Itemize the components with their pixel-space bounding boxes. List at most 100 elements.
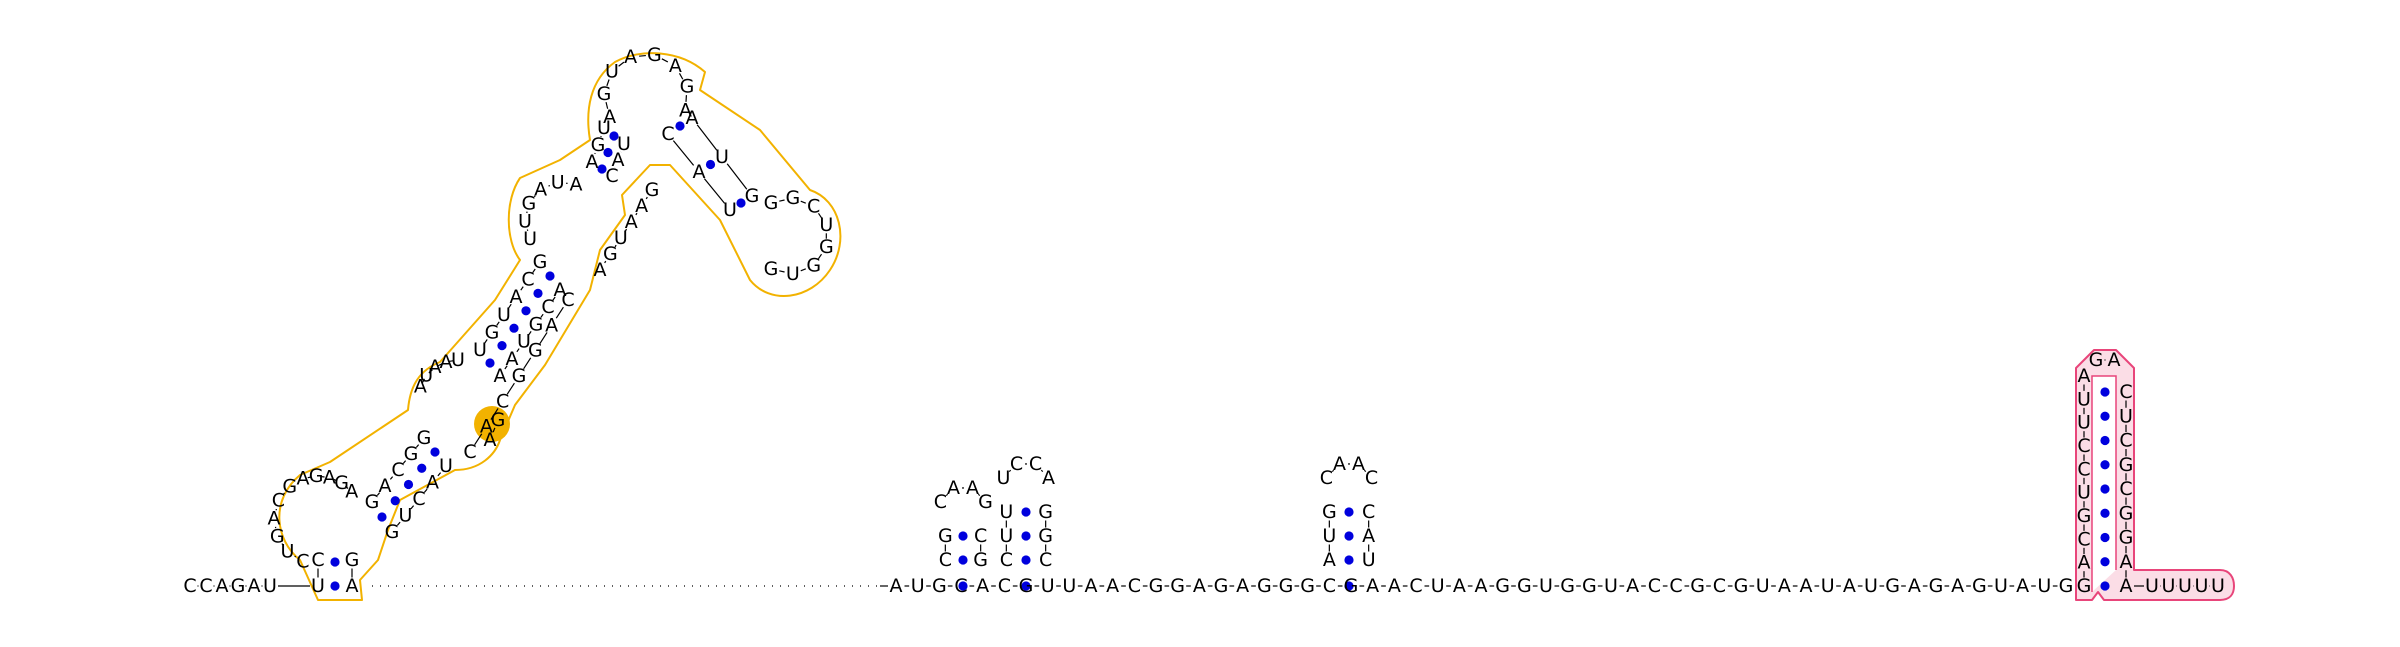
riboswitch-base: A <box>379 475 392 497</box>
terminator-base: G <box>2077 505 2092 527</box>
hairpin-1-base: C <box>939 549 952 571</box>
base-pair-dot <box>958 555 967 564</box>
main-strand-base: G <box>2059 575 2074 597</box>
main-strand-base: A <box>1475 575 1488 597</box>
base-pair-dot <box>2100 581 2109 590</box>
main-strand-base: G <box>1257 575 1272 597</box>
main-strand-base: U <box>1604 575 1618 597</box>
five-prime-base: A <box>216 575 229 597</box>
riboswitch-base: C <box>463 441 476 463</box>
main-strand-base: G <box>1885 575 1900 597</box>
riboswitch-base: A <box>545 314 558 336</box>
base-pair-dot <box>2100 509 2109 518</box>
main-strand-base: G <box>1214 575 1229 597</box>
riboswitch-outline <box>279 53 840 600</box>
main-strand-base: G <box>1344 575 1359 597</box>
hairpin-3-base: G <box>1322 501 1337 523</box>
base-pair-dot <box>2100 460 2109 469</box>
main-strand-base: A <box>1388 575 1401 597</box>
riboswitch-base: G <box>417 427 432 449</box>
hairpin-3-base: A <box>1352 453 1365 475</box>
hairpin-1-base: G <box>978 491 993 513</box>
main-strand-base: A <box>1193 575 1206 597</box>
hairpin-2-base: C <box>1029 453 1042 475</box>
main-strand-base: C <box>1648 575 1661 597</box>
main-strand-base: G <box>1517 575 1532 597</box>
terminator-base: A <box>2120 575 2133 597</box>
main-strand-base: A <box>1800 575 1813 597</box>
riboswitch-base: A <box>686 107 699 129</box>
main-strand-base: A <box>1236 575 1249 597</box>
riboswitch-base: A <box>426 472 439 494</box>
riboswitch-base: U <box>723 199 737 221</box>
riboswitch-base: U <box>605 60 619 82</box>
main-strand-base: U <box>2037 575 2051 597</box>
terminator-base: A <box>2108 349 2121 371</box>
riboswitch-base: G <box>309 465 324 487</box>
hairpin-2-base: G <box>1038 525 1053 547</box>
main-strand-base: A <box>1778 575 1791 597</box>
riboswitch-base: G <box>365 491 380 513</box>
main-strand-base: U <box>1821 575 1835 597</box>
hairpin-1-base: C <box>934 491 947 513</box>
terminator-base: U <box>2077 412 2091 434</box>
riboswitch-base: U <box>451 349 465 371</box>
main-strand-base: G <box>1582 575 1597 597</box>
five-prime-base: C <box>199 575 212 597</box>
riboswitch-base: C <box>311 549 324 571</box>
riboswitch-base: A <box>669 55 682 77</box>
base-pair-dot <box>417 464 426 473</box>
riboswitch-base: G <box>764 192 779 214</box>
riboswitch-base: U <box>819 214 833 236</box>
riboswitch-base: A <box>534 178 547 200</box>
hairpin-3-base: U <box>1362 549 1376 571</box>
main-strand-base: A <box>2016 575 2029 597</box>
riboswitch-highlight-base: A <box>484 429 497 451</box>
main-strand-base: C <box>1323 575 1336 597</box>
backbone-line <box>639 56 646 57</box>
hairpin-2-base: G <box>1038 501 1053 523</box>
backbone-line <box>549 186 550 187</box>
three-prime-base: U <box>2145 575 2159 597</box>
riboswitch-base: U <box>617 133 631 155</box>
riboswitch-base: G <box>680 76 695 98</box>
main-strand-base: A <box>1106 575 1119 597</box>
riboswitch-base: A <box>603 106 616 128</box>
main-strand-base: A <box>1908 575 1921 597</box>
riboswitch-base: G <box>533 251 548 273</box>
main-strand-base: U <box>1431 575 1445 597</box>
hairpin-2-base: U <box>999 525 1013 547</box>
main-strand-base: A <box>1843 575 1856 597</box>
main-strand-base: A <box>976 575 989 597</box>
main-strand-base: G <box>1560 575 1575 597</box>
riboswitch-base: U <box>551 171 565 193</box>
main-strand-base: U <box>1539 575 1553 597</box>
riboswitch-base: G <box>819 236 834 258</box>
base-pair-dot <box>1021 555 1030 564</box>
riboswitch-base: G <box>345 549 360 571</box>
riboswitch-base: G <box>512 365 527 387</box>
main-strand-base: A <box>1626 575 1639 597</box>
riboswitch-base: U <box>399 505 413 527</box>
base-pair-dot <box>2100 436 2109 445</box>
hairpin-1-base: C <box>974 525 987 547</box>
riboswitch-base: C <box>296 550 309 572</box>
terminator-base: A <box>2120 551 2133 573</box>
main-strand-base: G <box>1149 575 1164 597</box>
main-strand-base: C <box>1409 575 1422 597</box>
hairpin-3-base: U <box>1322 525 1336 547</box>
three-prime-base: U <box>2211 575 2225 597</box>
terminator-base: G <box>2077 575 2092 597</box>
hairpin-3-base: A <box>1323 549 1336 571</box>
hairpin-1-base: A <box>947 477 960 499</box>
main-strand-base: G <box>1690 575 1705 597</box>
hairpin-1-base: A <box>966 477 979 499</box>
riboswitch-base: A <box>346 575 359 597</box>
riboswitch-base: G <box>528 340 543 362</box>
main-strand-base: U <box>911 575 925 597</box>
terminator-base: C <box>2077 458 2090 480</box>
main-strand-base: G <box>932 575 947 597</box>
riboswitch-base: G <box>745 185 760 207</box>
terminator-base: U <box>2077 388 2091 410</box>
